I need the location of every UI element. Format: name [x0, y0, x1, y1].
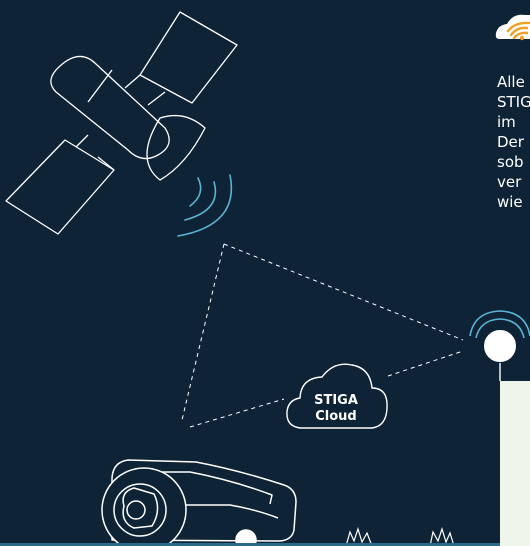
base-station-icon [470, 311, 530, 381]
paragraph-line: im [497, 112, 530, 132]
paragraph-line: Der [497, 132, 530, 152]
paragraph-line: sob [497, 152, 530, 172]
robot-mower-icon [102, 460, 296, 546]
satellite-signal-icon [178, 175, 231, 236]
satellite-dish [147, 116, 205, 180]
satellite-panel-top [140, 12, 237, 103]
paragraph-line: Alle [497, 72, 530, 92]
paragraph-line: STIG [497, 92, 530, 112]
stiga-cloud-icon: STIGA Cloud [287, 364, 387, 428]
info-panel [500, 381, 530, 546]
base-station-antenna [483, 329, 517, 363]
satellite-panel-bottom [6, 140, 114, 234]
satellite-icon [6, 12, 237, 234]
paragraph-line: wie [497, 192, 530, 212]
description-paragraph: Alle STIG im Der sob ver wie [497, 72, 530, 212]
cloud-label-line1: STIGA [314, 393, 358, 408]
cloud-label-line2: Cloud [315, 409, 357, 424]
paragraph-line: ver [497, 172, 530, 192]
wifi-icon [495, 9, 530, 43]
